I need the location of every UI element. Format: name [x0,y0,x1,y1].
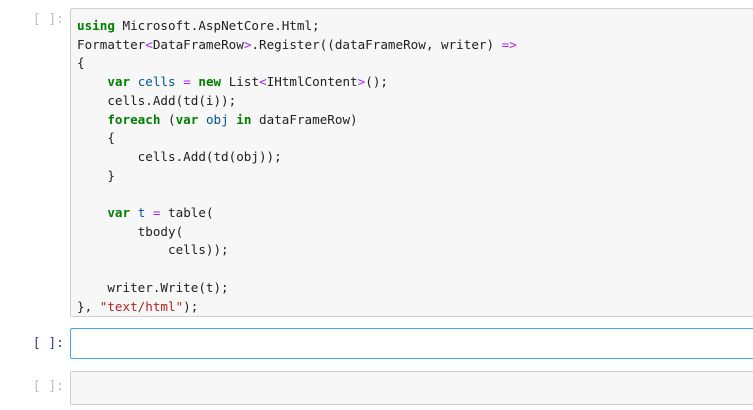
code-cell-1[interactable]: [ ]: using Microsoft.AspNetCore.Html; Fo… [0,8,753,318]
cell-1-prompt: [ ]: [32,12,64,27]
code-token: IHtmlContent [266,74,358,90]
code-token [77,112,107,127]
code-line: writer.Write(t); [77,279,229,295]
code-token: tbody( [77,223,184,239]
code-line: tbody( [77,223,184,239]
code-token: => [501,36,517,52]
cell-3-prompt: [ ]: [32,379,64,394]
cell-1-editor[interactable]: using Microsoft.AspNetCore.Html; Formatt… [70,8,753,317]
code-token: .Register((dataFrameRow, writer) [251,36,502,52]
code-token: = [183,74,191,90]
code-token: < [145,36,153,52]
code-token: using [77,18,115,33]
code-token: in [236,111,252,127]
code-token: List [221,74,260,90]
code-token: > [357,74,366,90]
cell-3-editor[interactable] [70,371,753,405]
code-token: }, [77,298,100,314]
code-token: var [175,111,199,127]
code-token: Microsoft.AspNetCore.Html; [114,18,320,33]
code-line: Formatter<DataFrameRow>.Register((dataFr… [77,37,517,52]
code-token: ( [160,111,176,127]
code-token: t [137,205,146,221]
code-token: { [77,55,85,71]
code-token: = [152,205,161,221]
code-token: } [77,167,115,183]
code-line: cells.Add(td(i)); [77,93,236,108]
code-token: < [259,74,267,90]
code-token: dataFrameRow) [251,111,358,127]
code-token: obj [205,111,229,127]
code-token: foreach [107,111,161,127]
code-token: { [77,130,115,146]
code-token: cells [137,74,176,90]
code-token [130,74,138,89]
code-token [130,205,138,220]
code-cell-3[interactable]: [ ]: [0,371,753,405]
code-cell-2[interactable]: [ ]: [0,328,753,360]
code-token [145,205,153,220]
code-line: using Microsoft.AspNetCore.Html; [77,18,320,33]
code-line: }, "text/html"); [77,299,198,314]
code-line: cells)); [77,242,229,257]
code-line: cells.Add(td(obj)); [77,149,282,164]
code-token: DataFrameRow [152,36,244,52]
code-token: > [243,36,252,52]
code-line: var t = table( [77,205,214,221]
code-token: (); [365,74,388,90]
code-token: cells)); [77,242,229,258]
code-token: var [107,205,131,221]
code-line: { [77,55,85,70]
cell-2-editor[interactable] [70,328,753,359]
code-token: Formatter [77,36,146,52]
code-line: foreach (var obj in dataFrameRow) [77,111,358,127]
code-token [77,74,107,89]
cell-1-code[interactable]: using Microsoft.AspNetCore.Html; Formatt… [71,9,753,316]
code-line: { [77,130,115,145]
code-token: writer.Write(t); [77,279,229,295]
code-token: ); [183,298,199,314]
code-token: table( [160,205,214,221]
code-line: } [77,168,115,183]
code-token: var [107,74,131,90]
code-token: new [198,74,222,90]
code-token [77,205,107,220]
code-token [198,112,206,127]
code-line: var cells = new List<IHtmlContent>(); [77,74,388,89]
code-token: cells.Add(td(i)); [77,92,237,108]
code-token: "text/html" [99,298,184,314]
cell-2-prompt: [ ]: [32,336,64,351]
code-token: cells.Add(td(obj)); [77,148,282,164]
